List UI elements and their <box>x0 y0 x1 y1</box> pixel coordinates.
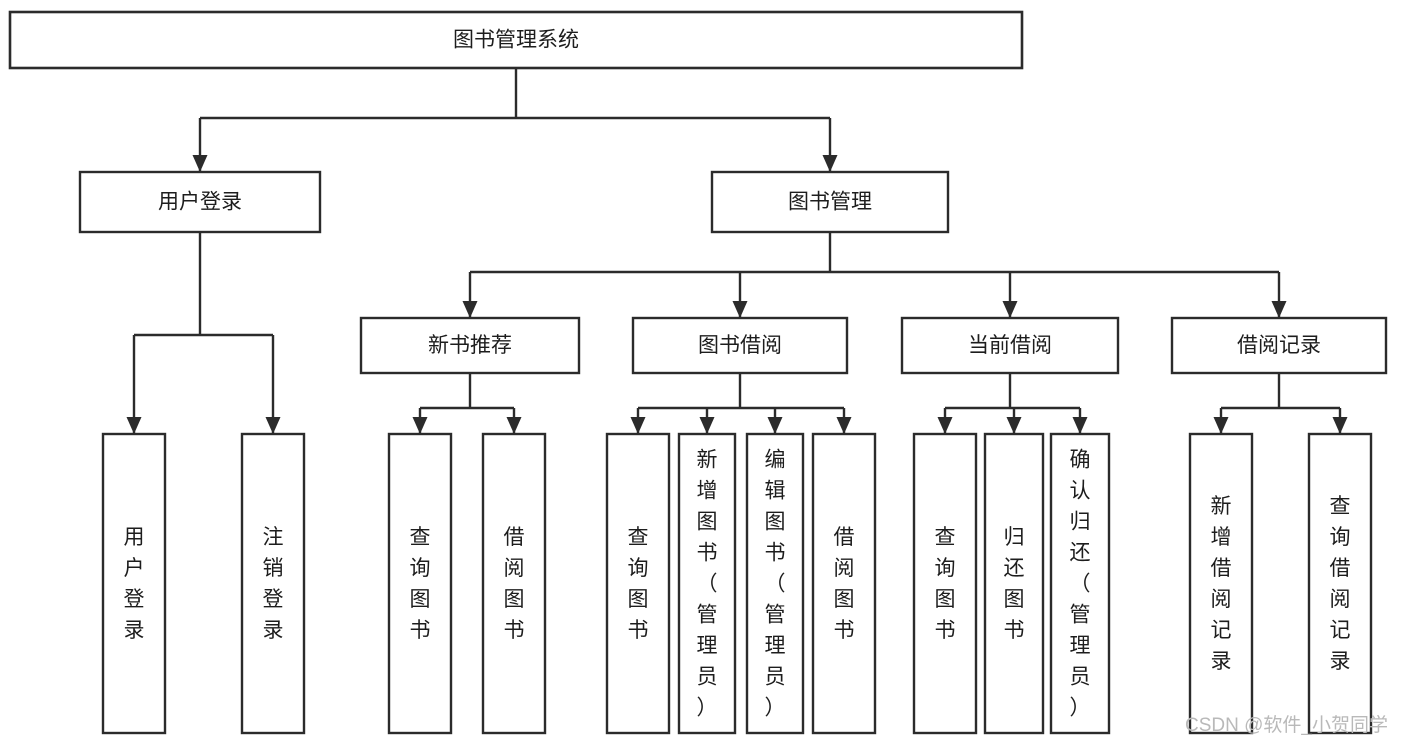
node-label-leaf-query-book-3: 查询图书 <box>935 526 956 642</box>
arrow-head-icon-leaf-query-book-2 <box>630 417 646 434</box>
node-leaf-query-book-3[interactable]: 查询图书 <box>912 432 978 735</box>
node-label-root: 图书管理系统 <box>453 29 579 52</box>
node-label-leaf-borrow-book-1: 借阅图书 <box>504 526 525 642</box>
node-box-leaf-query-book-2[interactable] <box>605 432 671 735</box>
node-box-leaf-logout-login[interactable] <box>240 432 306 735</box>
node-leaf-borrow-book-1[interactable]: 借阅图书 <box>481 432 547 735</box>
node-label-leaf-logout-login: 注销登录 <box>263 526 284 642</box>
node-leaf-confirm-return-admin[interactable]: 确认归还（管理员） <box>1049 432 1111 735</box>
node-book-borrow[interactable]: 图书借阅 <box>631 316 849 375</box>
node-label-book-borrow: 图书借阅 <box>698 334 782 357</box>
arrow-head-icon-leaf-borrow-book-1 <box>506 417 522 434</box>
node-label-leaf-return-book: 归还图书 <box>1004 526 1025 642</box>
node-label-leaf-add-book-admin: 新增图书（管理员） <box>697 448 718 719</box>
node-label-leaf-edit-book-admin: 编辑图书（管理员） <box>765 448 786 719</box>
node-leaf-logout-login[interactable]: 注销登录 <box>240 432 306 735</box>
arrow-head-icon-leaf-user-login <box>126 417 142 434</box>
node-box-new-book-recommend[interactable] <box>359 316 581 375</box>
node-box-root[interactable] <box>8 10 1024 70</box>
node-box-book-borrow[interactable] <box>631 316 849 375</box>
node-label-leaf-query-book-2: 查询图书 <box>628 526 649 642</box>
node-label-leaf-borrow-book-2: 借阅图书 <box>834 526 855 642</box>
node-leaf-return-book[interactable]: 归还图书 <box>983 432 1045 735</box>
node-box-leaf-borrow-book-2[interactable] <box>811 432 877 735</box>
arrow-head-icon-book-borrow <box>732 301 748 318</box>
arrow-head-icon-leaf-logout-login <box>265 417 281 434</box>
node-new-book-recommend[interactable]: 新书推荐 <box>359 316 581 375</box>
nodes-layer: 图书管理系统用户登录图书管理新书推荐图书借阅当前借阅借阅记录用户登录注销登录查询… <box>8 10 1388 735</box>
node-root[interactable]: 图书管理系统 <box>8 10 1024 70</box>
node-label-leaf-add-borrow-record: 新增借阅记录 <box>1211 495 1232 673</box>
node-label-leaf-query-borrow-record: 查询借阅记录 <box>1330 495 1351 673</box>
arrow-head-icon-leaf-query-book-1 <box>412 417 428 434</box>
node-box-book-manage[interactable] <box>710 170 950 234</box>
node-box-leaf-confirm-return-admin[interactable] <box>1049 432 1111 735</box>
arrow-head-icon-leaf-query-borrow-record <box>1332 417 1348 434</box>
node-book-manage[interactable]: 图书管理 <box>710 170 950 234</box>
connectors-layer <box>126 68 1348 434</box>
arrow-head-icon-new-book-recommend <box>462 301 478 318</box>
node-box-leaf-edit-book-admin[interactable] <box>745 432 805 735</box>
node-label-borrow-record: 借阅记录 <box>1237 334 1321 357</box>
node-box-current-borrow[interactable] <box>900 316 1120 375</box>
node-leaf-query-book-2[interactable]: 查询图书 <box>605 432 671 735</box>
node-box-leaf-borrow-book-1[interactable] <box>481 432 547 735</box>
arrow-head-icon-current-borrow <box>1002 301 1018 318</box>
node-leaf-edit-book-admin[interactable]: 编辑图书（管理员） <box>745 432 805 735</box>
node-box-leaf-return-book[interactable] <box>983 432 1045 735</box>
arrow-head-icon-borrow-record <box>1271 301 1287 318</box>
node-user-login[interactable]: 用户登录 <box>78 170 322 234</box>
node-leaf-query-book-1[interactable]: 查询图书 <box>387 432 453 735</box>
arrow-head-icon-leaf-query-book-3 <box>937 417 953 434</box>
node-box-leaf-add-book-admin[interactable] <box>677 432 737 735</box>
node-box-leaf-query-book-1[interactable] <box>387 432 453 735</box>
node-label-leaf-user-login: 用户登录 <box>124 526 145 642</box>
arrow-head-icon-leaf-borrow-book-2 <box>836 417 852 434</box>
arrow-head-icon-book-manage <box>822 155 838 172</box>
node-box-user-login[interactable] <box>78 170 322 234</box>
node-label-leaf-confirm-return-admin: 确认归还（管理员） <box>1070 448 1091 719</box>
node-borrow-record[interactable]: 借阅记录 <box>1170 316 1388 375</box>
node-box-leaf-query-book-3[interactable] <box>912 432 978 735</box>
arrow-head-icon-leaf-confirm-return-admin <box>1072 417 1088 434</box>
node-label-current-borrow: 当前借阅 <box>968 334 1052 357</box>
node-leaf-query-borrow-record[interactable]: 查询借阅记录 <box>1307 432 1373 735</box>
csdn-watermark: CSDN @软件_小贺同学 <box>1185 714 1388 736</box>
node-label-leaf-query-book-1: 查询图书 <box>410 526 431 642</box>
node-box-leaf-query-borrow-record[interactable] <box>1307 432 1373 735</box>
arrow-head-icon-leaf-add-borrow-record <box>1213 417 1229 434</box>
node-label-new-book-recommend: 新书推荐 <box>428 334 512 357</box>
node-leaf-borrow-book-2[interactable]: 借阅图书 <box>811 432 877 735</box>
node-current-borrow[interactable]: 当前借阅 <box>900 316 1120 375</box>
node-leaf-add-book-admin[interactable]: 新增图书（管理员） <box>677 432 737 735</box>
node-leaf-user-login[interactable]: 用户登录 <box>101 432 167 735</box>
arrow-head-icon-leaf-add-book-admin <box>699 417 715 434</box>
node-label-book-manage: 图书管理 <box>788 191 872 214</box>
node-box-leaf-user-login[interactable] <box>101 432 167 735</box>
node-label-user-login: 用户登录 <box>158 191 242 214</box>
arrow-head-icon-user-login <box>192 155 208 172</box>
node-box-leaf-add-borrow-record[interactable] <box>1188 432 1254 735</box>
node-leaf-add-borrow-record[interactable]: 新增借阅记录 <box>1188 432 1254 735</box>
arrow-head-icon-leaf-edit-book-admin <box>767 417 783 434</box>
arrow-head-icon-leaf-return-book <box>1006 417 1022 434</box>
node-box-borrow-record[interactable] <box>1170 316 1388 375</box>
